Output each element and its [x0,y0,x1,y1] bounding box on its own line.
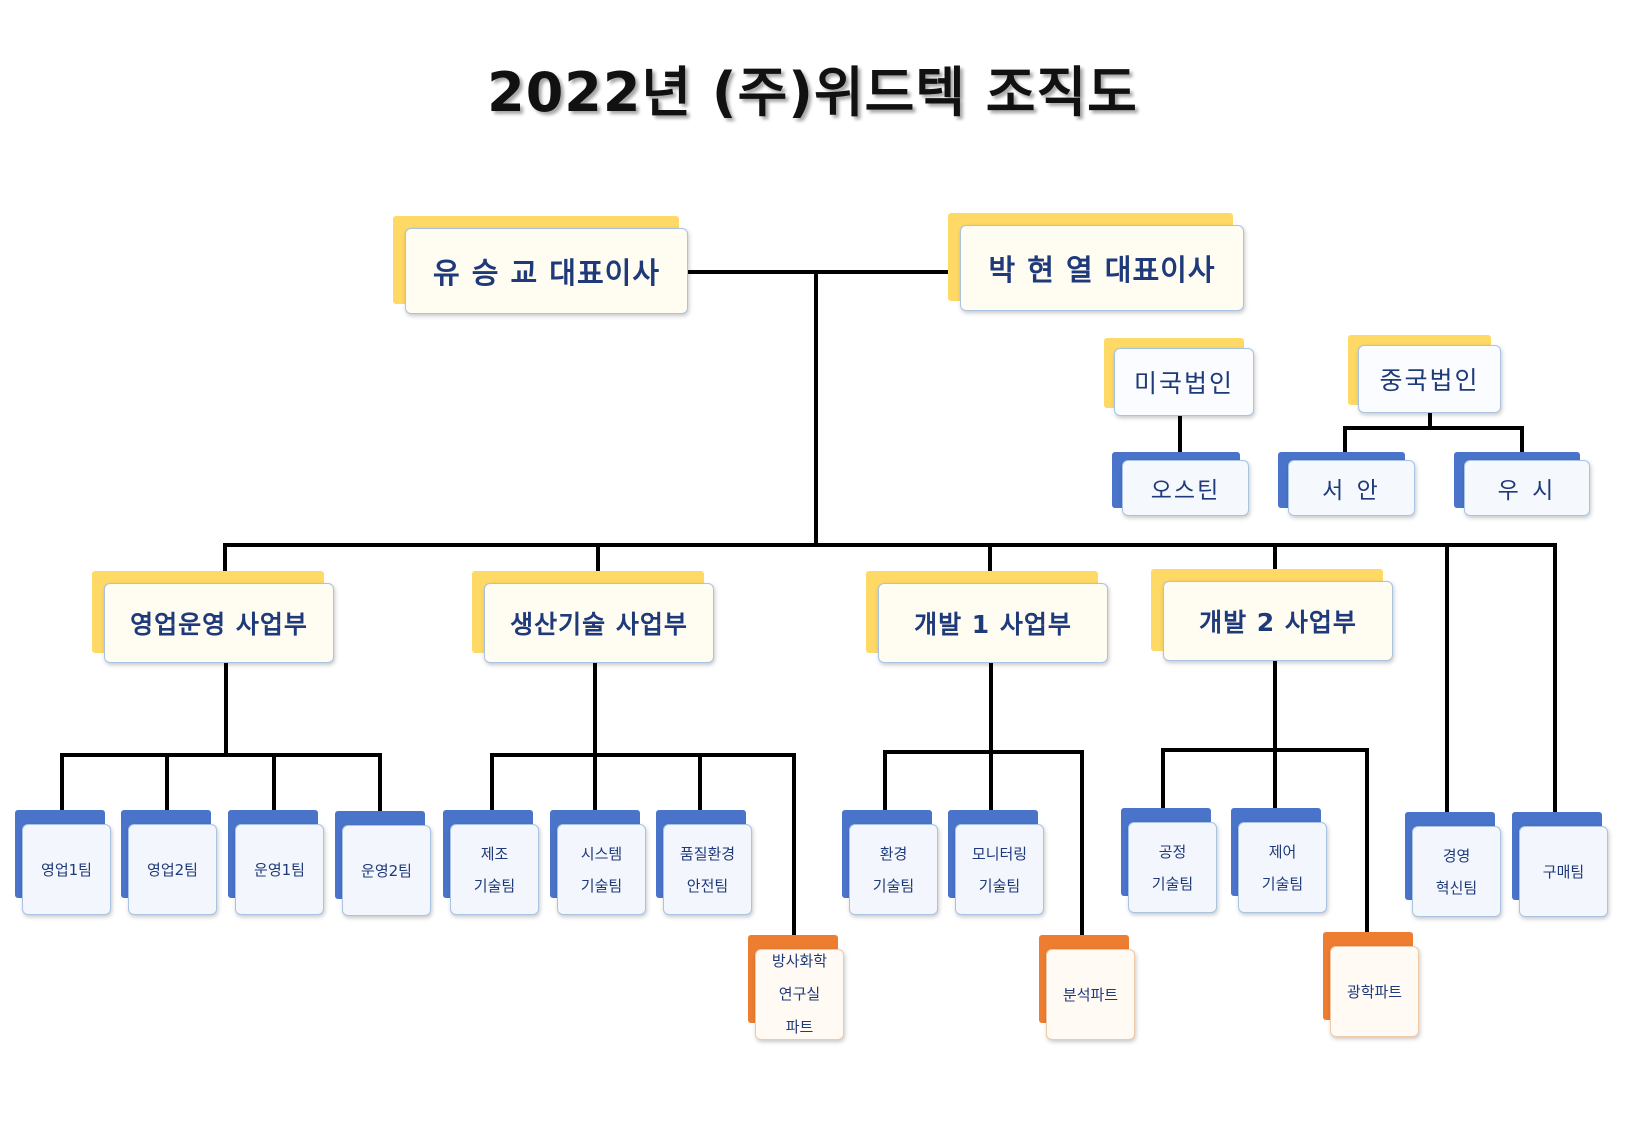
subsidiary-label: 미국법인 [1114,348,1254,416]
team-label: 모니터링 기술팀 [955,824,1044,915]
branch-label: 오스틴 [1122,460,1249,516]
team-label: 제어 기술팀 [1238,822,1327,913]
page-title: 2022년 (주)위드텍 조직도 [487,61,1138,124]
team-label: 품질환경 안전팀 [663,824,752,915]
division-label: 개발 2 사업부 [1163,581,1393,661]
team-label: 시스템 기술팀 [557,824,646,915]
team-label: 경영 혁신팀 [1412,826,1501,917]
team-label: 제조 기술팀 [450,824,539,915]
team-label: 영업2팀 [128,824,217,915]
team-label: 공정 기술팀 [1128,822,1217,913]
team-label: 영업1팀 [22,824,111,915]
division-label: 개발 1 사업부 [878,583,1108,663]
subsidiary-label: 중국법인 [1358,345,1501,413]
ceo-label: 유 승 교 대표이사 [405,228,688,314]
branch-label: 서 안 [1288,460,1415,516]
part-label: 분석파트 [1046,949,1135,1040]
branch-label: 우 시 [1464,460,1590,516]
part-label: 광학파트 [1330,946,1419,1037]
team-label: 구매팀 [1519,826,1608,917]
team-label: 운영2팀 [342,825,431,916]
ceo-label: 박 현 열 대표이사 [960,225,1244,311]
division-label: 영업운영 사업부 [104,583,334,663]
division-label: 생산기술 사업부 [484,583,714,663]
part-label: 방사화학 연구실 파트 [755,949,844,1040]
team-label: 운영1팀 [235,824,324,915]
team-label: 환경 기술팀 [849,824,938,915]
